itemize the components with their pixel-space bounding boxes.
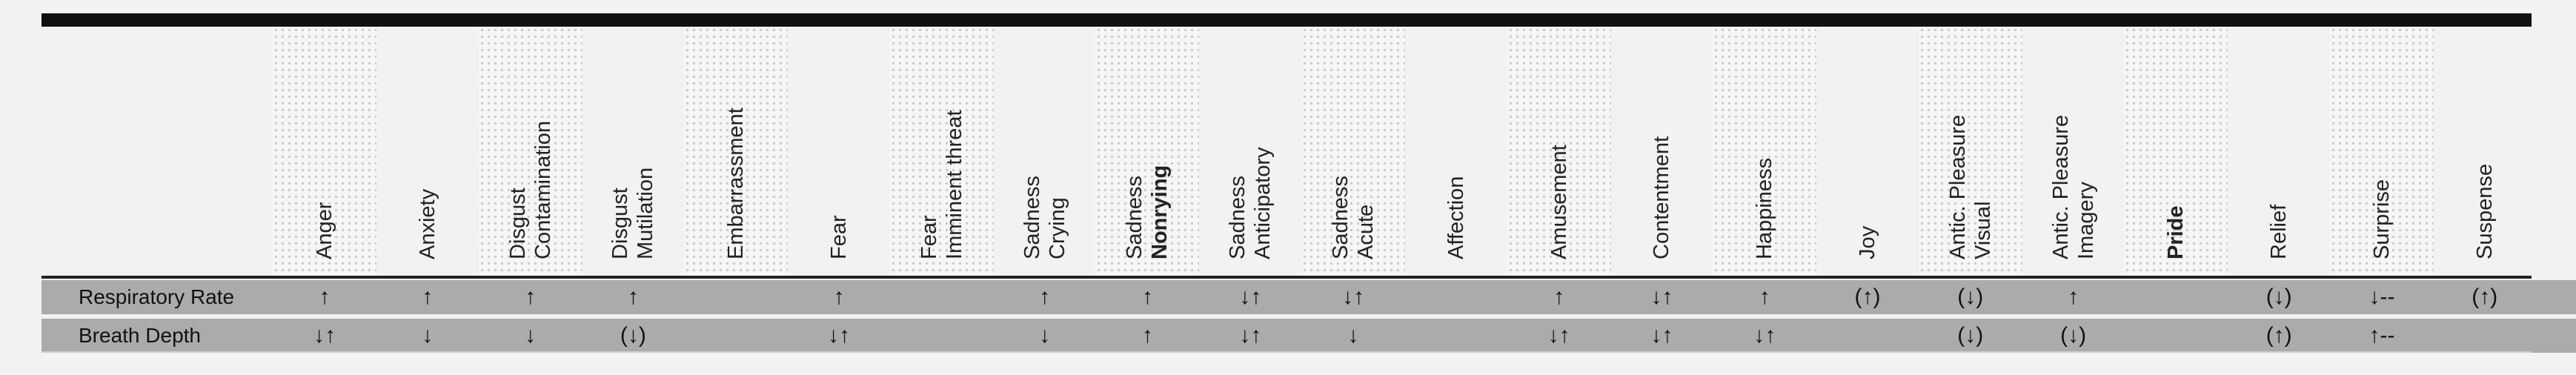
column-label-line1: Joy bbox=[1856, 225, 1879, 259]
table-cell: ↓↑ bbox=[1342, 285, 1364, 309]
table-cell: (↓) bbox=[2265, 285, 2292, 309]
column-label-line1: Anger bbox=[313, 202, 336, 259]
column-label-line1: Suspense bbox=[2472, 164, 2497, 259]
column-label-line1: Fear bbox=[917, 215, 941, 259]
column-header: Happiness bbox=[1713, 27, 1817, 276]
column-header: Fear bbox=[787, 27, 891, 276]
column-label-line2: Visual bbox=[1971, 201, 1995, 259]
column-label-line1: Amusement bbox=[1547, 145, 1571, 259]
table-cell: (↓) bbox=[1957, 323, 1984, 348]
column-label-line2: Imminent threat bbox=[942, 110, 966, 259]
table-cell: ↓↑ bbox=[313, 323, 336, 348]
column-header: Embarrassment bbox=[684, 27, 789, 276]
table-cell: ↑ bbox=[627, 285, 639, 309]
table-cell: ↓↑ bbox=[1650, 285, 1673, 309]
table-cell: ↑ bbox=[2068, 285, 2079, 309]
table-cell: (↓) bbox=[1957, 285, 1984, 309]
table-cell: (↑) bbox=[2265, 323, 2292, 348]
row-label: Respiratory Rate bbox=[79, 285, 235, 308]
column-label-line1: Contentment bbox=[1650, 136, 1674, 259]
column-header: Anxiety bbox=[376, 27, 479, 276]
table-cell: (↑) bbox=[2472, 285, 2498, 309]
column-label-line1: Sadness bbox=[1226, 176, 1250, 259]
table-cell: ↓ bbox=[422, 323, 434, 348]
column-label-line1: Surprise bbox=[2370, 179, 2394, 259]
column-label-line1: Anxiety bbox=[415, 188, 439, 259]
table-cell: ↑-- bbox=[2368, 323, 2395, 348]
table-cell: (↓) bbox=[2060, 323, 2087, 348]
column-label-line2: Imagery bbox=[2074, 182, 2098, 259]
column-label-line1: Disgust bbox=[505, 188, 530, 259]
column-label-line1: Sadness bbox=[1020, 176, 1044, 259]
table-cell: ↓↑ bbox=[1650, 323, 1673, 348]
column-label-line1: Happiness bbox=[1753, 157, 1777, 259]
column-label-line2: Acute bbox=[1354, 204, 1378, 259]
column-header: Suspense bbox=[2433, 27, 2537, 276]
column-label-line1: Antic. Pleasure bbox=[2048, 114, 2073, 259]
column-header: Relief bbox=[2227, 27, 2331, 276]
column-label-line1: Pride bbox=[2164, 205, 2188, 259]
table-cell: ↓↑ bbox=[828, 323, 850, 348]
column-label-line2: Contamination bbox=[531, 121, 555, 259]
column-label-line1: Sadness bbox=[1329, 176, 1352, 259]
table-cell: ↑ bbox=[833, 285, 845, 309]
column-label-line1: Disgust bbox=[608, 188, 633, 259]
table-cell: ↑ bbox=[422, 285, 434, 309]
table-cell: (↓) bbox=[620, 323, 646, 348]
column-label-line1: Fear bbox=[827, 215, 851, 259]
row-label: Breath Depth bbox=[79, 324, 201, 347]
header-rule bbox=[42, 276, 2532, 279]
table-cell: ↑ bbox=[1039, 285, 1051, 309]
column-label-line2: Mutilation bbox=[634, 167, 658, 259]
column-label-line1: Relief bbox=[2267, 204, 2291, 259]
table-cell: ↓ bbox=[1347, 323, 1359, 348]
column-label-line1: Embarrassment bbox=[724, 107, 748, 259]
column-label-line1: Antic. Pleasure bbox=[1945, 114, 1970, 259]
column-header: Joy bbox=[1816, 27, 1919, 276]
column-label-line1: Sadness bbox=[1123, 176, 1147, 259]
table-row: Respiratory Rate ↑ ↑ ↑ ↑ ↑ ↑ ↑ ↓↑ ↓↑ ↑ ↓↑ ↑ (↑) (↓) ↑ (↓… bbox=[42, 280, 2576, 314]
top-rule bbox=[42, 13, 2532, 27]
table-cell: ↑ bbox=[525, 285, 537, 309]
column-label-line1: Affection bbox=[1444, 176, 1468, 259]
table-cell: (↑) bbox=[1854, 285, 1881, 309]
column-header: Surprise bbox=[2330, 27, 2434, 276]
column-header: Amusement bbox=[1507, 27, 1611, 276]
table-row: Breath Depth↓↑↓↓(↓)↓↑↓↑↓↑↓↓↑↓↑↓↑(↓)(↓)(↑… bbox=[42, 319, 2576, 353]
table-cell: ↑ bbox=[1759, 285, 1770, 309]
column-header: Affection bbox=[1404, 27, 1508, 276]
table-cell: ↑ bbox=[1141, 323, 1153, 348]
table-cell: ↑ bbox=[1553, 285, 1565, 309]
column-label-line2: Crying bbox=[1045, 197, 1069, 259]
table-cell: ↑ bbox=[1141, 285, 1153, 309]
table-cell: ↓↑ bbox=[1239, 285, 1262, 309]
table-cell: ↑ bbox=[319, 285, 331, 309]
column-header: Contentment bbox=[1610, 27, 1713, 276]
table-cell: ↓↑ bbox=[1547, 323, 1570, 348]
table-cell: ↓-- bbox=[2368, 285, 2395, 309]
bottom-rule bbox=[42, 351, 2532, 353]
column-label-line2: Nonrying bbox=[1148, 165, 1172, 259]
table-cell: ↓ bbox=[1039, 323, 1051, 348]
column-header: Pride bbox=[2124, 27, 2228, 276]
column-label-line2: Anticipatory bbox=[1251, 147, 1275, 259]
table-cell: ↓↑ bbox=[1239, 323, 1262, 348]
table-cell: ↓ bbox=[525, 323, 537, 348]
column-header: Anger bbox=[273, 27, 376, 276]
table-cell: ↓↑ bbox=[1753, 323, 1776, 348]
